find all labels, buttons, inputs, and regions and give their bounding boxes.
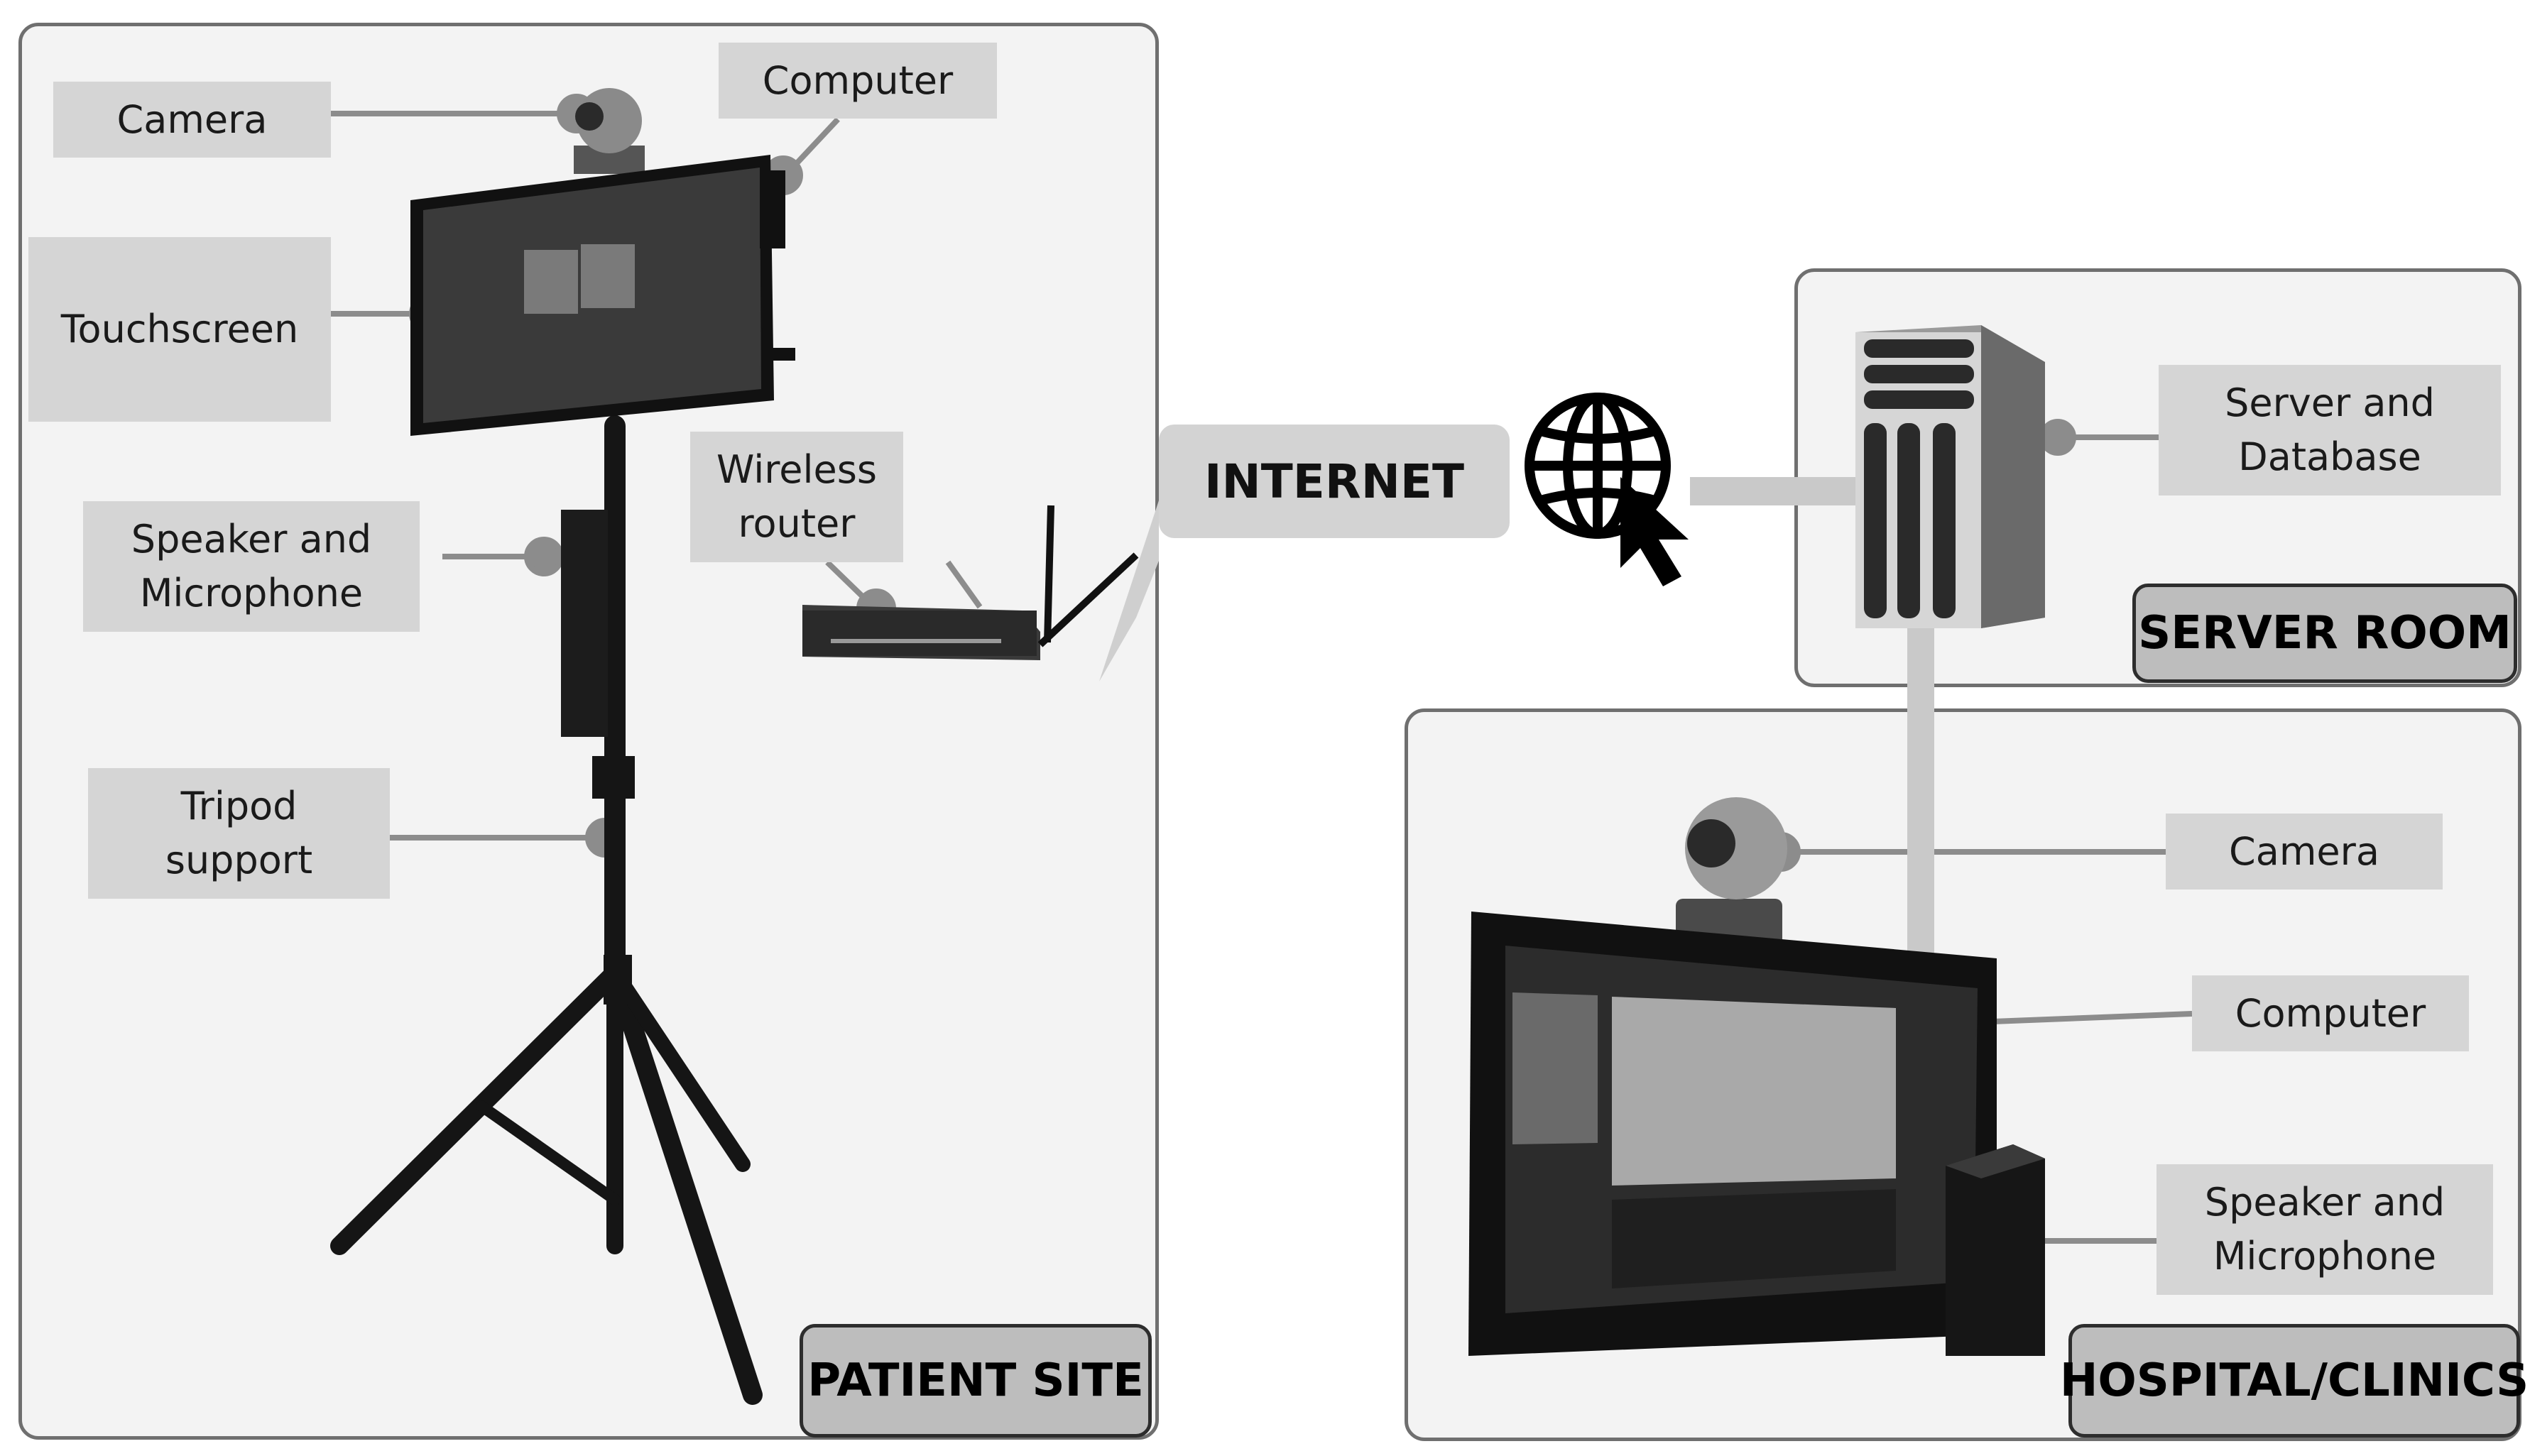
- server-tower-icon: [1855, 325, 2045, 628]
- router-icon: [802, 505, 1139, 660]
- tag-hospital-clinics: HOSPITAL/CLINICS: [2060, 1324, 2529, 1438]
- speaker-icon: [561, 510, 608, 737]
- label-tripod-support: Tripod support: [88, 768, 390, 899]
- label-speaker-microphone-hospital: Speaker and Microphone: [2157, 1164, 2493, 1295]
- label-camera-patient: Camera: [53, 82, 331, 158]
- tripod-icon: [330, 415, 763, 1405]
- globe-cursor-icon: [1525, 393, 1671, 539]
- monitor-icon: [410, 155, 795, 436]
- label-computer-patient: Computer: [719, 43, 997, 119]
- camera-icon: [1676, 797, 1787, 946]
- tag-server-room: SERVER ROOM: [2132, 584, 2517, 683]
- label-server-database: Server and Database: [2159, 365, 2501, 496]
- label-camera-hospital: Camera: [2166, 814, 2443, 890]
- label-touchscreen: Touchscreen: [28, 237, 331, 422]
- label-speaker-microphone-patient: Speaker and Microphone: [83, 501, 420, 632]
- tag-patient-site: PATIENT SITE: [800, 1324, 1152, 1438]
- label-wireless-router: Wireless router: [690, 432, 903, 562]
- speaker-icon: [1946, 1144, 2045, 1356]
- internet-label: INTERNET: [1159, 425, 1510, 538]
- label-computer-hospital: Computer: [2192, 975, 2469, 1051]
- camera-icon: [574, 88, 645, 174]
- monitor-icon: [1468, 912, 1997, 1356]
